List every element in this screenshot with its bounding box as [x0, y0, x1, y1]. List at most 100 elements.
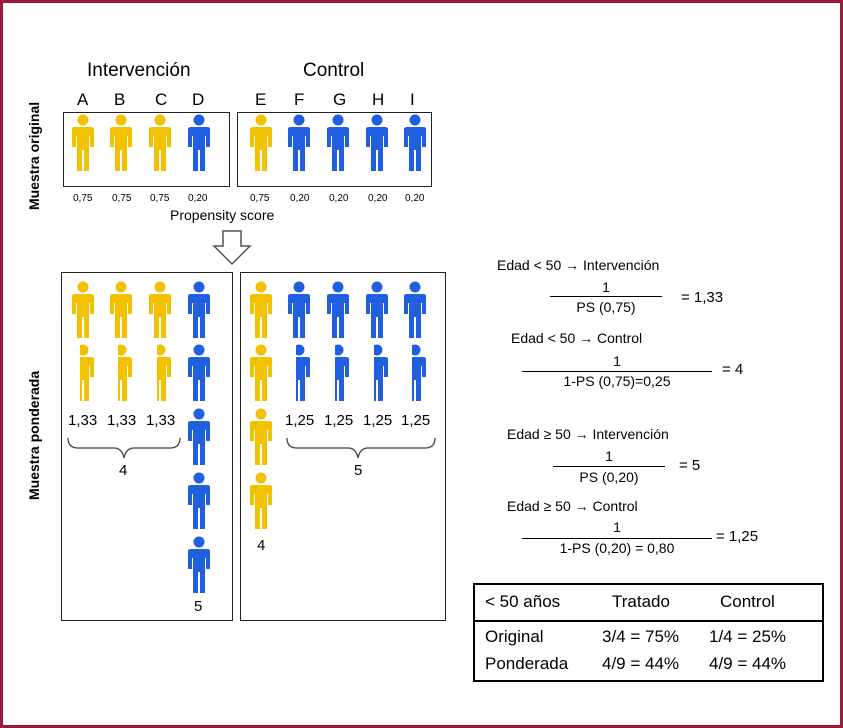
- down-arrow-icon: [212, 230, 252, 266]
- person-weighted-int-yellow-1-icon: [72, 281, 94, 338]
- person-weighted-int-blue-5-icon: [188, 536, 210, 593]
- person-weighted-ctrl-blue-1-icon: [288, 281, 310, 338]
- equation-3-denominator: PS (0,20): [579, 469, 639, 485]
- equation-1-title: Edad < 50 → Intervención: [497, 257, 660, 273]
- person-original-g-icon: [327, 114, 349, 171]
- ps-value-c: 0,75: [150, 193, 170, 204]
- person-original-b-icon: [110, 114, 132, 171]
- person-weighted-int-blue-3-icon: [188, 408, 210, 465]
- equation-2-fraction-bar: [522, 371, 712, 372]
- person-weighted-int-yellow-2-icon: [110, 281, 132, 338]
- person-weighted-int-blue-2-icon: [188, 344, 210, 401]
- summary-table: < 50 años Tratado Control Original 3/4 =…: [473, 583, 824, 682]
- person-weighted-ctrl-yellow-4-icon: [250, 472, 272, 529]
- table-row-original-control: 1/4 = 25%: [709, 627, 787, 646]
- equation-2-result: = 4: [722, 361, 744, 378]
- table-row-weighted-label: Ponderada: [485, 654, 569, 673]
- equation-1-fraction-bar: [550, 296, 662, 297]
- brace-intervention: [67, 437, 181, 459]
- equation-4-fraction-bar: [522, 538, 712, 539]
- original-control-box: [237, 112, 432, 187]
- weight-control-h: 1,25: [363, 412, 393, 429]
- weighted-intervention-box: [61, 272, 233, 621]
- equation-1-numerator: 1: [602, 279, 610, 295]
- person-weighted-ctrl-blue-4-icon: [404, 281, 426, 338]
- person-weighted-ctrl-blue-3-icon: [366, 281, 388, 338]
- person-original-e-icon: [250, 114, 272, 171]
- person-original-c-icon: [149, 114, 171, 171]
- ps-value-f: 0,20: [290, 193, 310, 204]
- letter-d: D: [192, 90, 205, 109]
- table-header-treated: Tratado: [612, 592, 670, 611]
- letter-g: G: [333, 90, 347, 109]
- person-weighted-ctrl-blue-partial-1-icon: [296, 344, 310, 401]
- person-weighted-int-blue-1-icon: [188, 281, 210, 338]
- ps-value-b: 0,75: [112, 193, 132, 204]
- person-original-d-icon: [188, 114, 210, 171]
- person-weighted-ctrl-yellow-3-icon: [250, 408, 272, 465]
- equation-1-denominator: PS (0,75): [576, 299, 636, 315]
- letter-h: H: [372, 90, 385, 109]
- ps-value-d: 0,20: [188, 193, 208, 204]
- person-weighted-int-blue-4-icon: [188, 472, 210, 529]
- table-row-original-treated: 3/4 = 75%: [602, 627, 680, 646]
- weight-control-i: 1,25: [401, 412, 431, 429]
- intervention-group-total: 4: [119, 462, 128, 479]
- person-weighted-ctrl-yellow-2-icon: [250, 344, 272, 401]
- equation-3-title: Edad ≥ 50 → Intervención: [507, 426, 669, 442]
- equation-4-denominator: 1-PS (0,20) = 0,80: [559, 540, 675, 556]
- equation-2-numerator: 1: [613, 353, 621, 369]
- person-weighted-int-yellow-partial-3-icon: [157, 344, 171, 401]
- header-intervention: Intervención: [87, 60, 191, 81]
- equation-2-denominator: 1-PS (0,75)=0,25: [563, 373, 671, 389]
- ps-value-i: 0,20: [405, 193, 425, 204]
- letter-i: I: [410, 90, 415, 109]
- weight-control-f: 1,25: [285, 412, 315, 429]
- letter-c: C: [155, 90, 168, 109]
- weight-intervention-b: 1,33: [107, 412, 137, 429]
- table-header-age: < 50 años: [485, 592, 561, 611]
- weight-intervention-a: 1,33: [68, 412, 98, 429]
- control-group-total: 5: [354, 462, 363, 479]
- weighted-control-box: [240, 272, 446, 621]
- person-original-h-icon: [366, 114, 388, 171]
- control-yellow-total: 4: [257, 537, 266, 554]
- table-row-weighted-control: 4/9 = 44%: [709, 654, 787, 673]
- equation-3-fraction-bar: [553, 466, 665, 467]
- letter-b: B: [114, 90, 126, 109]
- person-weighted-int-yellow-partial-1-icon: [80, 344, 94, 401]
- ps-value-h: 0,20: [368, 193, 388, 204]
- equation-1-result: = 1,33: [681, 289, 724, 306]
- weight-control-g: 1,25: [324, 412, 354, 429]
- letter-a: A: [77, 90, 89, 109]
- ps-label: Propensity score: [170, 207, 275, 223]
- intervention-blue-total: 5: [194, 598, 203, 615]
- person-original-f-icon: [288, 114, 310, 171]
- person-weighted-ctrl-blue-partial-4-icon: [412, 344, 426, 401]
- person-weighted-ctrl-blue-2-icon: [327, 281, 349, 338]
- person-original-a-icon: [72, 114, 94, 171]
- letter-f: F: [294, 90, 305, 109]
- person-original-i-icon: [404, 114, 426, 171]
- brace-control: [286, 437, 436, 459]
- ps-value-a: 0,75: [73, 193, 93, 204]
- original-intervention-box: [63, 112, 230, 187]
- person-weighted-ctrl-blue-partial-2-icon: [335, 344, 349, 401]
- ps-value-e: 0,75: [250, 193, 270, 204]
- table-header-control: Control: [720, 592, 775, 611]
- equation-4-title: Edad ≥ 50 → Control: [507, 498, 638, 514]
- letter-e: E: [255, 90, 267, 109]
- table-divider: [475, 620, 822, 622]
- table-row-original-label: Original: [485, 627, 544, 646]
- equation-3-result: = 5: [679, 457, 701, 474]
- table-row-weighted-treated: 4/9 = 44%: [602, 654, 680, 673]
- weight-intervention-c: 1,33: [146, 412, 176, 429]
- ps-value-g: 0,20: [329, 193, 349, 204]
- header-control: Control: [303, 60, 365, 81]
- person-weighted-int-yellow-partial-2-icon: [118, 344, 132, 401]
- equation-4-numerator: 1: [613, 519, 621, 535]
- person-weighted-int-yellow-3-icon: [149, 281, 171, 338]
